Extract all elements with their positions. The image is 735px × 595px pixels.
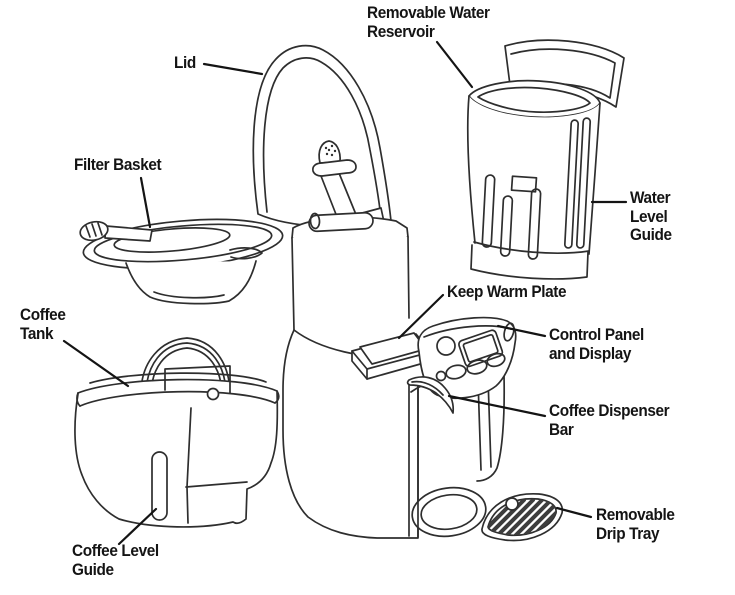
lid-drawing	[252, 44, 392, 238]
panel-side-button	[503, 322, 515, 342]
coffee-dispenser-bar-drawing	[406, 376, 455, 414]
reservoir-leader-line	[435, 40, 474, 89]
control-panel-drawing	[417, 316, 517, 400]
label-coffee-tank: Coffee Tank	[20, 306, 66, 343]
drip-tray-leader-line	[555, 506, 593, 519]
drip-tray-drawing	[481, 493, 564, 542]
leader-lines	[62, 40, 628, 546]
label-removable-water-reservoir: Removable Water Reservoir	[367, 4, 490, 41]
label-water-level-guide: Water Level Guide	[630, 189, 672, 245]
basket-handle	[79, 220, 153, 242]
brew-tube-drawing	[312, 140, 358, 223]
control-panel-leader-line	[496, 324, 547, 338]
label-lid: Lid	[174, 54, 196, 72]
filter-basket-drawing	[79, 218, 284, 305]
sprayer-holes	[324, 144, 337, 157]
label-coffee-level-guide: Coffee Level Guide	[72, 542, 159, 579]
water-reservoir-drawing	[466, 39, 625, 280]
mug-platform	[411, 486, 487, 538]
dispenser-leader-line	[447, 394, 547, 418]
coffee-level-leader-line	[117, 507, 158, 546]
drip-tray-hole	[505, 497, 519, 511]
label-coffee-dispenser-bar: Coffee Dispenser Bar	[549, 402, 670, 439]
label-control-panel-and-display: Control Panel and Display	[549, 326, 644, 363]
label-keep-warm-plate: Keep Warm Plate	[447, 283, 567, 301]
tank-lid-knob	[206, 387, 220, 401]
lid-hinge-roller	[308, 211, 374, 233]
reservoir-handle-clip	[510, 175, 538, 193]
filter-basket-leader-line	[139, 176, 152, 229]
keep-warm-leader-line	[397, 293, 445, 340]
panel-round-button	[436, 336, 456, 356]
coffee-tank-drawing	[74, 337, 280, 528]
coffee-level-guide-slot	[151, 451, 168, 521]
panel-oval-buttons	[435, 352, 506, 382]
label-removable-drip-tray: Removable Drip Tray	[596, 506, 675, 543]
label-filter-basket: Filter Basket	[74, 156, 162, 174]
lid-leader-line	[202, 62, 264, 76]
coffee-tank-leader-line	[62, 339, 130, 388]
